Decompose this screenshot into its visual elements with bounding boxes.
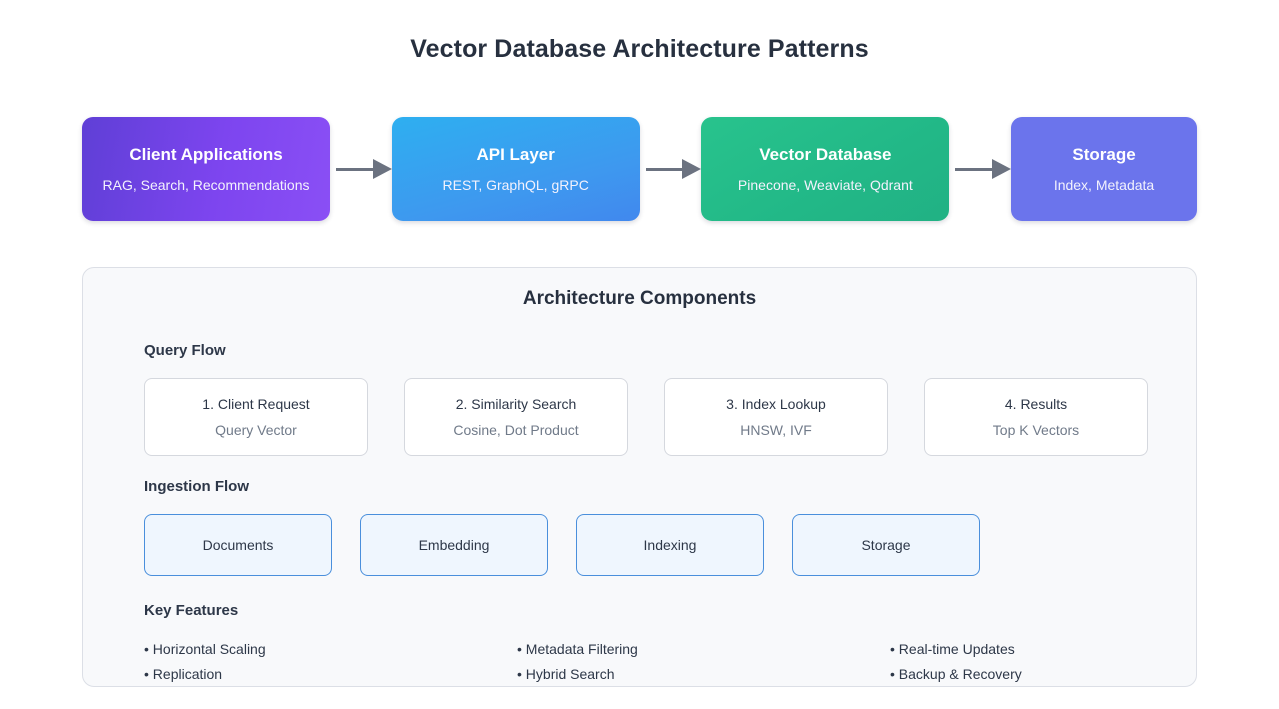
ingestion-flow-cards: Documents Embedding Indexing Storage [144,514,1174,576]
pipeline-stage-api-layer[interactable]: API Layer REST, GraphQL, gRPC [391,117,640,221]
arrow-head [372,159,392,179]
feature-item: • Replication [144,666,223,682]
query-flow-label: Query Flow [144,342,226,359]
query-flow-cards: 1. Client Request Query Vector 2. Simila… [144,378,1174,456]
feature-item: • Backup & Recovery [890,666,1022,682]
ingestion-flow-card[interactable]: Documents [144,514,332,576]
pipeline-stage-storage[interactable]: Storage Index, Metadata [1011,117,1198,221]
card-title: 3. Index Lookup [726,395,826,412]
stage-subtitle: Index, Metadata [1053,177,1155,193]
pipeline-stage-vector-database[interactable]: Vector Database Pinecone, Weaviate, Qdra… [701,117,950,221]
stage-title: Client Applications [129,145,283,164]
feature-item: • Horizontal Scaling [144,641,266,657]
arrow-right-icon [640,158,702,180]
query-flow-card[interactable]: 3. Index Lookup HNSW, IVF [664,378,888,456]
arrow-line [955,168,996,171]
card-title: 1. Client Request [202,395,310,412]
key-features-grid: • Horizontal Scaling • Metadata Filterin… [144,637,1174,686]
ingestion-flow-section: Ingestion Flow Documents Embedding Index… [144,478,1174,576]
card-subtitle: Query Vector [215,421,297,438]
ingestion-flow-label: Ingestion Flow [144,478,249,495]
arrow-head [682,159,702,179]
card-title: 4. Results [1004,395,1068,412]
query-flow-card[interactable]: 1. Client Request Query Vector [144,378,368,456]
feature-item: • Hybrid Search [517,666,615,682]
arrow-right-icon [949,158,1012,180]
key-features-label: Key Features [144,602,239,619]
arrow-line [336,168,376,171]
query-flow-section: Query Flow 1. Client Request Query Vecto… [144,342,1174,456]
stage-title: Storage [1072,145,1136,164]
query-flow-card[interactable]: 4. Results Top K Vectors [924,378,1148,456]
key-features-section: Key Features • Horizontal Scaling • Meta… [144,602,1174,686]
arrow-right-icon [330,158,392,180]
page-title: Vector Database Architecture Patterns [410,35,869,63]
pipeline-stage-client-applications[interactable]: Client Applications RAG, Search, Recomme… [82,117,330,221]
ingestion-flow-card[interactable]: Indexing [576,514,764,576]
architecture-pipeline: Client Applications RAG, Search, Recomme… [82,117,1198,221]
card-title: 2. Similarity Search [455,395,577,412]
card-subtitle: Cosine, Dot Product [453,421,579,438]
arrow-head [992,159,1012,179]
stage-subtitle: REST, GraphQL, gRPC [442,177,589,193]
stage-title: Vector Database [759,145,892,164]
query-flow-card[interactable]: 2. Similarity Search Cosine, Dot Product [404,378,628,456]
feature-item: • Metadata Filtering [517,641,638,657]
feature-item: • Real-time Updates [890,641,1015,657]
stage-subtitle: Pinecone, Weaviate, Qdrant [737,177,913,193]
panel-title: Architecture Components [522,288,757,309]
ingestion-flow-card[interactable]: Embedding [360,514,548,576]
arrow-line [645,168,686,171]
architecture-components-panel: Architecture Components Query Flow 1. Cl… [82,267,1197,687]
stage-subtitle: RAG, Search, Recommendations [102,177,310,193]
stage-title: API Layer [476,145,555,164]
card-subtitle: HNSW, IVF [740,421,812,438]
ingestion-flow-card[interactable]: Storage [792,514,980,576]
card-subtitle: Top K Vectors [992,421,1080,438]
